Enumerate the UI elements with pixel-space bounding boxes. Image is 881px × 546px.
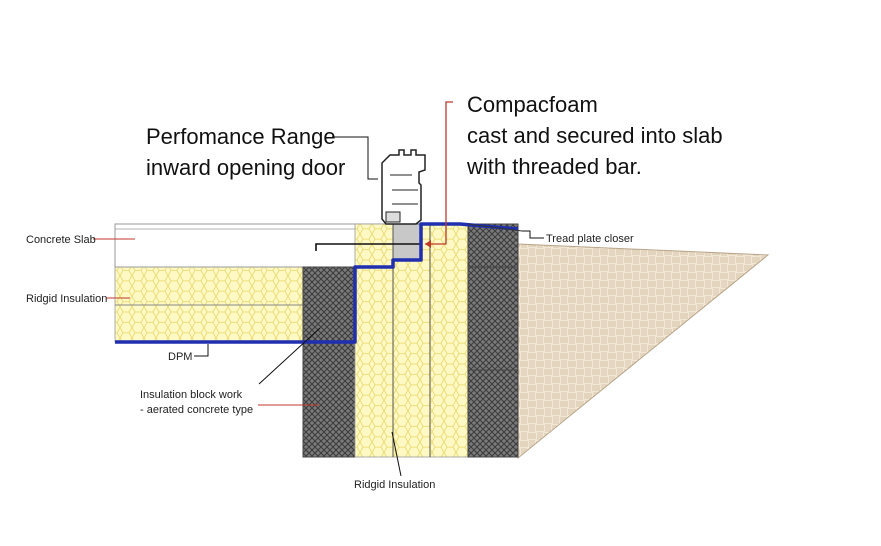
label-door-line2: inward opening door (146, 155, 345, 180)
threaded-bar (315, 243, 421, 251)
label-ridgid-insulation-bottom: Ridgid Insulation (354, 479, 435, 491)
label-compacfoam-line1: Compacfoam (467, 92, 598, 117)
label-compacfoam-line3: with threaded bar. (466, 154, 642, 179)
label-blockwork-line2: - aerated concrete type (140, 404, 253, 416)
leader-compacfoam (425, 101, 453, 245)
label-blockwork-line1: Insulation block work (140, 389, 243, 401)
leader-door (332, 136, 378, 180)
label-concrete-slab: Concrete Slab (26, 234, 96, 246)
leader-tread-plate (522, 230, 544, 239)
leader-compacfoam-arrow (425, 240, 431, 248)
concrete-slab (114, 223, 394, 268)
blockwork-outer (467, 223, 519, 458)
compacfoam-block (392, 223, 422, 262)
leader-blockwork-diag (258, 327, 321, 385)
blockwork-inner (302, 266, 356, 458)
tread-plate-closer (467, 223, 523, 232)
label-ridgid-insulation-left: Ridgid Insulation (26, 293, 107, 305)
leader-dpm (194, 344, 209, 357)
ground-fill (517, 243, 770, 460)
door-frame-icon (381, 149, 426, 225)
label-dpm: DPM (168, 351, 192, 363)
label-door-line1: Perfomance Range (146, 124, 336, 149)
label-compacfoam-line2: cast and secured into slab (467, 123, 723, 148)
label-tread-plate: Tread plate closer (546, 233, 634, 245)
leader-ridgid-bottom (391, 431, 402, 477)
dpm-line (115, 222, 519, 344)
